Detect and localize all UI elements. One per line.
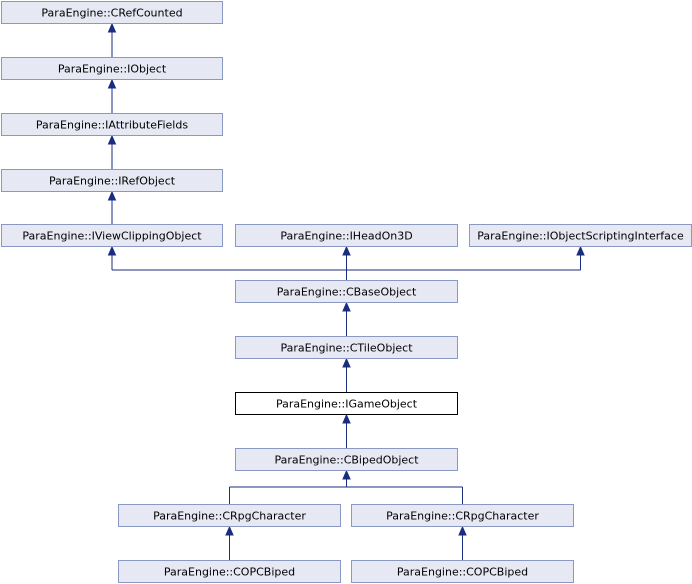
edge-arrow <box>107 245 117 256</box>
class-node-box <box>235 280 458 303</box>
class-node-label: ParaEngine::CBipedObject <box>274 454 419 467</box>
class-node-box <box>235 224 458 247</box>
class-node-box <box>118 504 341 527</box>
edge-arrow <box>225 525 234 536</box>
class-node-box <box>118 560 341 583</box>
class-node-ctileobject[interactable]: ParaEngine::CTileObject <box>235 336 458 359</box>
class-node-box <box>235 336 458 359</box>
class-node-box <box>1 1 223 24</box>
class-node-label: ParaEngine::CRpgCharacter <box>153 510 306 523</box>
class-node-box <box>1 224 223 247</box>
class-node-crefcounted[interactable]: ParaEngine::CRefCounted <box>1 1 223 24</box>
edge-arrow <box>342 301 351 312</box>
class-node-crpgcharacter-1[interactable]: ParaEngine::CRpgCharacter <box>118 504 341 527</box>
class-node-label: ParaEngine::CRefCounted <box>41 7 182 20</box>
class-node-label: ParaEngine::IViewClippingObject <box>22 230 202 243</box>
edge-arrow <box>342 413 351 424</box>
class-node-box <box>351 504 574 527</box>
class-node-copcbiped-2[interactable]: ParaEngine::COPCBiped <box>351 560 574 583</box>
class-node-label: ParaEngine::IAttributeFields <box>36 119 188 132</box>
edge-arrow <box>576 245 585 256</box>
class-node-box <box>1 113 223 136</box>
class-node-label: ParaEngine::IGameObject <box>276 398 418 411</box>
edge-arrow <box>107 134 117 145</box>
edge-arrow <box>107 190 117 201</box>
class-node-crpgcharacter-2[interactable]: ParaEngine::CRpgCharacter <box>351 504 574 527</box>
edge-arrow <box>458 525 467 536</box>
edge-arrow <box>107 78 117 89</box>
edge-arrow <box>107 22 117 33</box>
edge-arrow <box>342 469 351 480</box>
class-node-label: ParaEngine::IRefObject <box>49 175 176 188</box>
class-node-label: ParaEngine::COPCBiped <box>164 566 295 579</box>
class-node-box <box>1 57 223 80</box>
class-node-box <box>235 448 458 471</box>
class-node-box <box>1 169 223 192</box>
class-node-iheadon3d[interactable]: ParaEngine::IHeadOn3D <box>235 224 458 247</box>
class-node-irefobject[interactable]: ParaEngine::IRefObject <box>1 169 223 192</box>
class-node-label: ParaEngine::CRpgCharacter <box>386 510 539 523</box>
edge-arrow <box>342 357 351 368</box>
class-node-iattributefields[interactable]: ParaEngine::IAttributeFields <box>1 113 223 136</box>
class-node-label: ParaEngine::IObjectScriptingInterface <box>477 230 684 243</box>
class-node-iviewclippingobject[interactable]: ParaEngine::IViewClippingObject <box>1 224 223 247</box>
class-node-label: ParaEngine::IObject <box>58 63 167 76</box>
class-node-copcbiped-1[interactable]: ParaEngine::COPCBiped <box>118 560 341 583</box>
class-node-cbipedobject[interactable]: ParaEngine::CBipedObject <box>235 448 458 471</box>
edge-arrow <box>342 245 351 256</box>
class-node-label: ParaEngine::COPCBiped <box>397 566 528 579</box>
edges <box>107 22 585 560</box>
class-node-label: ParaEngine::IHeadOn3D <box>280 230 412 243</box>
class-node-cbaseobject[interactable]: ParaEngine::CBaseObject <box>235 280 458 303</box>
class-node-iobjectscriptinginterface[interactable]: ParaEngine::IObjectScriptingInterface <box>469 224 692 247</box>
class-node-box <box>235 392 458 415</box>
class-node-label: ParaEngine::CBaseObject <box>277 286 417 299</box>
class-node-igameobject[interactable]: ParaEngine::IGameObject <box>235 392 458 415</box>
class-node-label: ParaEngine::CTileObject <box>280 342 413 355</box>
class-node-iobject[interactable]: ParaEngine::IObject <box>1 57 223 80</box>
class-node-box <box>351 560 574 583</box>
